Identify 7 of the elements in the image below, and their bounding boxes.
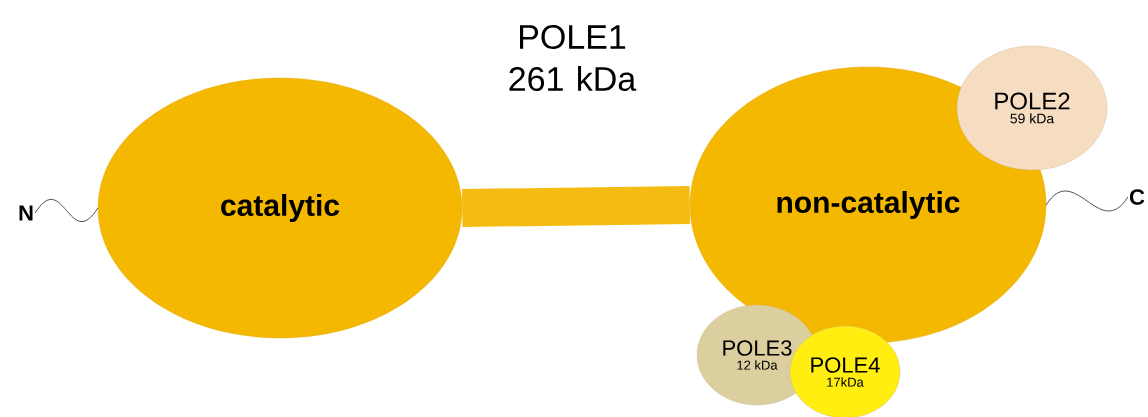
linker-bar: [461, 186, 691, 227]
terminus-label: N: [19, 205, 33, 221]
title: POLE1 261 kDa: [509, 24, 637, 92]
wavy-tail: [34, 199, 99, 222]
wavy-tail: [1045, 190, 1129, 212]
protein-domain: catalytic: [97, 77, 463, 339]
terminus-label: C: [1129, 189, 1145, 205]
